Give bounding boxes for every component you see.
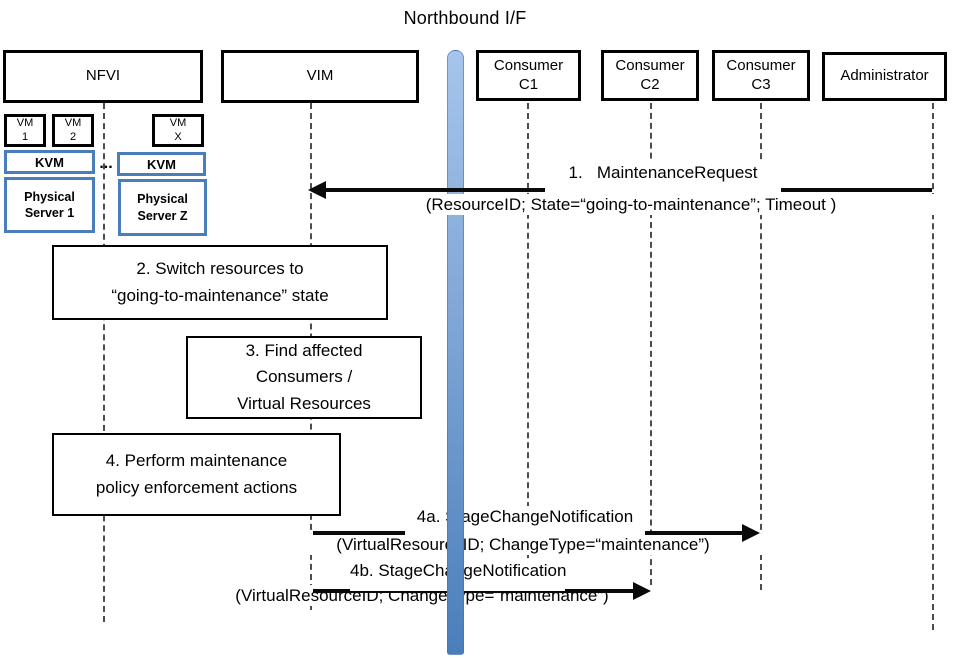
actor-consumer-c3-label: Consumer [726,56,796,74]
ellipsis-label: ... [99,155,113,172]
step-4-line1: 4. Perform maintenance [105,451,288,471]
message-4a-params: (VirtualResourceID; ChangeType=“maintena… [265,534,781,556]
physical-server-z-box: Physical Server Z [118,179,207,236]
kvm-left-label: KVM [35,154,64,170]
vm2-box: VM 2 [52,114,94,147]
message-4a-arrowhead-icon [742,524,760,542]
northbound-if-bar [447,50,464,655]
vm2-label: VM [64,116,82,129]
actor-consumer-c2: Consumer C2 [601,50,699,101]
physical-server-1-box: Physical Server 1 [4,177,95,233]
actor-consumer-c1-label: Consumer [493,56,564,74]
step-2-line2: “going-to-maintenance” state [111,285,329,305]
message-1-name: 1. MaintenanceRequest [545,162,781,195]
actor-nfvi: NFVI [3,50,203,103]
message-1-params: (ResourceID; State=“going-to-maintenance… [322,194,940,216]
message-4a-name: 4a. StageChangeNotification [405,506,645,535]
lifeline-consumer-c3 [760,103,762,590]
actor-consumer-c3-id: C3 [751,75,771,93]
actor-administrator-label: Administrator [840,67,929,85]
lifeline-nfvi [103,103,105,622]
step-2-box: 2. Switch resources to “going-to-mainten… [52,245,388,320]
step-3-line1: 3. Find affected [245,340,363,360]
kvm-right-label: KVM [147,156,176,172]
lifeline-consumer-c2 [650,103,652,585]
physical-server-1-line1: Physical [24,189,75,204]
message-1-arrowhead-icon [308,181,326,199]
lifeline-administrator [932,103,934,630]
actor-vim: VIM [221,50,419,103]
actor-vim-label: VIM [306,67,334,85]
actor-nfvi-label: NFVI [85,67,121,85]
vmx-box: VM X [152,114,204,147]
step-3-box: 3. Find affected Consumers / Virtual Res… [186,336,422,419]
diagram-title: Northbound I/F [403,8,527,28]
kvm-left-box: KVM [4,150,95,174]
actor-consumer-c3: Consumer C3 [712,50,810,101]
actor-consumer-c1: Consumer C1 [476,50,581,101]
step-2-line1: 2. Switch resources to [136,259,304,279]
actor-administrator: Administrator [822,52,947,101]
physical-server-1-line2: Server 1 [24,206,75,220]
step-3-line3: Virtual Resources [237,393,371,413]
kvm-right-box: KVM [117,152,206,176]
actor-consumer-c1-id: C1 [518,75,539,93]
actor-consumer-c2-id: C2 [640,75,660,93]
vm1-id: 1 [21,130,29,143]
vmx-label: VM [169,116,187,129]
vm1-label: VM [16,116,34,129]
lifeline-consumer-c1 [527,103,529,598]
actor-consumer-c2-label: Consumer [615,56,685,74]
step-3-line2: Consumers / [255,367,353,387]
vmx-id: X [174,130,182,143]
message-4b-line [313,589,638,593]
message-4b-arrowhead-icon [633,582,651,600]
vm1-box: VM 1 [4,114,46,147]
physical-server-z-line2: Server Z [137,208,188,223]
step-4-box: 4. Perform maintenance policy enforcemen… [52,433,341,516]
step-4-line2: policy enforcement actions [95,477,298,497]
physical-server-z-line1: Physical [137,192,188,207]
vm2-id: 2 [69,130,77,143]
